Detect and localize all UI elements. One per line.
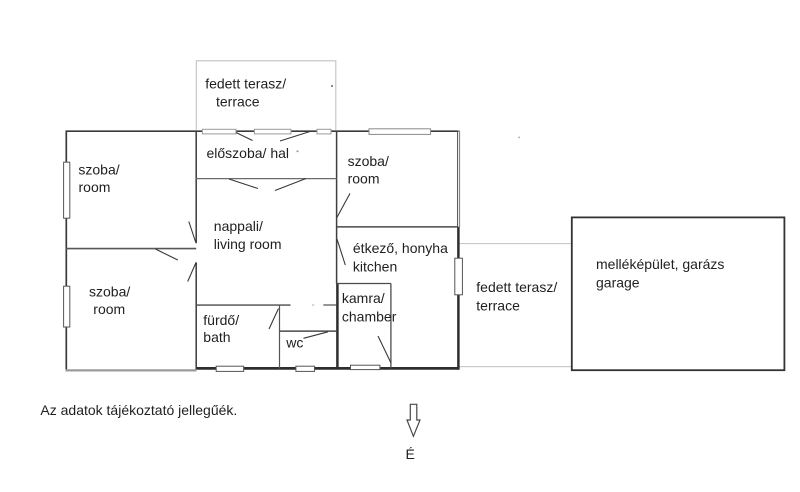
svg-text:előszoba/ hal: előszoba/ hal <box>207 145 290 161</box>
svg-text:kamra/: kamra/ <box>342 290 385 306</box>
svg-text:room: room <box>93 301 125 317</box>
svg-text:room: room <box>348 171 380 187</box>
svg-text:bath: bath <box>203 329 230 345</box>
svg-text:szoba/: szoba/ <box>89 283 130 299</box>
svg-text:Az adatok tájékoztató jellegűé: Az adatok tájékoztató jellegűék. <box>40 402 237 418</box>
svg-text:fürdő/: fürdő/ <box>203 312 239 328</box>
svg-text:wc: wc <box>285 335 303 351</box>
svg-text:fedett terasz/: fedett terasz/ <box>205 76 286 92</box>
svg-text:room: room <box>79 179 111 195</box>
svg-text:chamber: chamber <box>342 309 397 325</box>
svg-text:living room: living room <box>214 236 282 252</box>
svg-text:szoba/: szoba/ <box>78 161 119 177</box>
svg-text:nappali/: nappali/ <box>214 218 263 234</box>
svg-text:étkező, honyha: étkező, honyha <box>353 240 448 256</box>
svg-text:melléképület, garázs: melléképület, garázs <box>596 256 724 272</box>
svg-text:É: É <box>406 446 415 462</box>
svg-text:terrace: terrace <box>216 94 260 110</box>
svg-text:szoba/: szoba/ <box>348 153 389 169</box>
svg-text:terrace: terrace <box>476 297 520 313</box>
svg-text:fedett terasz/: fedett terasz/ <box>476 279 557 295</box>
svg-text:kitchen: kitchen <box>353 259 397 275</box>
svg-text:garage: garage <box>596 274 640 290</box>
